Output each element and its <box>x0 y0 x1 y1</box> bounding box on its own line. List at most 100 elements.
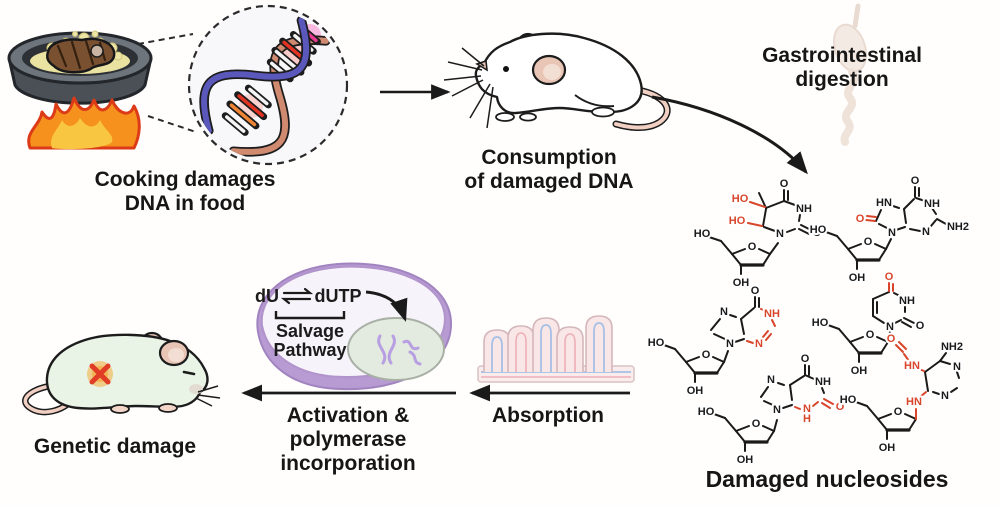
mouse-ear-inner <box>543 64 561 80</box>
atom-label: O <box>752 418 761 430</box>
atom-label: OH <box>733 277 750 289</box>
atom-label: O <box>702 349 711 361</box>
dna-helix <box>199 15 331 157</box>
atom-label: O <box>911 175 920 187</box>
atom-label: NH2 <box>947 221 969 233</box>
atom-label: O <box>813 227 822 239</box>
atom-label: NH <box>764 308 780 320</box>
atom-label: O <box>751 285 760 297</box>
label-activation-line1: Activation & <box>286 404 410 427</box>
mouse-illustration <box>443 32 671 131</box>
atom-label: OH <box>851 365 868 377</box>
damaged-mouse-foot-2 <box>110 404 130 414</box>
damaged-mouse-foot <box>158 403 178 413</box>
label-activation-line2: polymerase <box>289 428 407 451</box>
label-cooking-line1: Cooking damages <box>94 168 276 191</box>
mouse-hind-foot <box>591 106 615 118</box>
atom-label: HO <box>698 406 715 418</box>
label-activation-line3: incorporation <box>280 452 416 475</box>
atom-label: OH <box>879 442 896 454</box>
atom-label: O <box>836 401 845 413</box>
damaged-mouse-whiskers <box>195 385 221 407</box>
villi-fingers <box>483 315 613 372</box>
atom-label: HO <box>810 224 827 236</box>
atom-label: OH <box>737 454 754 466</box>
label-salvage-line1: Salvage <box>275 321 345 341</box>
atom-label: O <box>866 329 875 341</box>
magnifier-line-bottom <box>147 115 197 133</box>
label-dutp: dUTP <box>314 286 362 306</box>
atom-label: N <box>767 374 775 386</box>
magnifier-line-top <box>137 33 194 45</box>
dna-strand-front <box>201 17 310 134</box>
damaged-mouse-tail <box>23 384 70 414</box>
damaged-nucleosides-structures: OHOOHNNHOOHOHOOHOOHNHNOONHNH2NOHOOHNNONH… <box>646 173 971 468</box>
label-gastrointestinal: Gastrointestinal digestion <box>762 44 922 92</box>
mouse-whiskers <box>443 47 494 129</box>
mouse-hind-leg <box>574 94 615 108</box>
atom-label: HO <box>732 193 749 205</box>
label-consumption-line2: of damaged DNA <box>464 170 634 193</box>
label-cooking-line2: DNA in food <box>124 192 246 215</box>
chromosomes <box>377 334 422 366</box>
atom-label: O <box>894 406 903 418</box>
atom-label: HN <box>876 197 892 209</box>
label-consumption-line1: Consumption <box>481 146 617 169</box>
atom-label: N <box>726 338 734 350</box>
steak-bone <box>90 44 104 58</box>
cell-nucleus <box>347 317 445 381</box>
damaged-mouse-illustration <box>22 331 221 416</box>
atom-label: N <box>720 306 728 318</box>
cell-illustration <box>256 262 453 391</box>
salvage-bracket <box>274 311 346 320</box>
dna-strand-back <box>230 37 329 155</box>
atom-label: HO <box>840 394 857 406</box>
damaged-mouse-ear-inner <box>168 348 184 362</box>
label-salvage-pathway: Salvage Pathway <box>273 322 346 360</box>
atom-label: OH <box>849 272 866 284</box>
atom-label: N <box>941 390 949 402</box>
mouse-front-foot-2 <box>519 112 537 122</box>
atom-label: O <box>887 333 896 345</box>
flame-core <box>51 118 113 150</box>
gi-tract-icon <box>832 3 868 146</box>
dna-magnifier-illustration <box>137 4 349 166</box>
atom-label: O <box>885 271 894 283</box>
atom-label: HO <box>729 215 746 227</box>
label-gastro-line2: digestion <box>795 68 889 91</box>
arrow-consumption-to-digestion <box>651 95 808 175</box>
atom-label: O <box>916 320 925 332</box>
atom-label: N <box>776 228 784 240</box>
atom-label: HN <box>906 396 922 408</box>
label-du: dU <box>255 286 279 306</box>
equilibrium-arrows-icon <box>280 287 314 305</box>
atom-label: NH2 <box>941 341 963 353</box>
cooking-pan-illustration <box>7 30 153 150</box>
atom-label: OH <box>687 385 704 397</box>
atom-label: N <box>803 403 811 415</box>
atom-label: HO <box>812 317 829 329</box>
atom-label: NH <box>815 376 831 388</box>
atom-label: N <box>773 404 781 416</box>
label-cooking-damages: Cooking damages DNA in food <box>95 168 276 216</box>
atom-label: HO <box>694 228 711 240</box>
damaged-mouse-eye <box>182 370 196 376</box>
atom-label: NH <box>796 203 812 215</box>
atom-label: O <box>748 241 757 253</box>
damage-x-mark <box>89 363 111 385</box>
villi-illustration <box>477 315 635 383</box>
mouse-eye <box>503 66 509 72</box>
atom-label: N <box>953 361 961 373</box>
atom-label: NH <box>899 295 915 307</box>
label-damaged-nucleosides: Damaged nucleosides <box>705 466 949 492</box>
label-genetic-damage: Genetic damage <box>33 435 197 458</box>
atom-label: O <box>780 178 789 190</box>
atom-label: O <box>801 353 810 365</box>
